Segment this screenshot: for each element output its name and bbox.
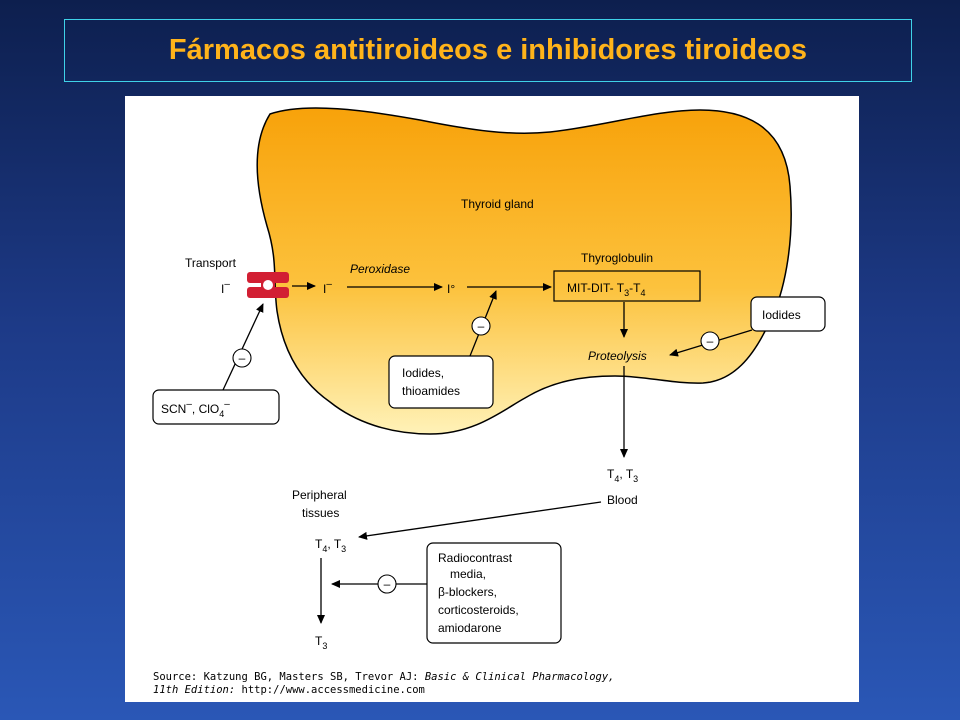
thyroglobulin-label: Thyroglobulin [581, 251, 653, 265]
peripheral-t3: T3 [315, 634, 327, 651]
blood-label: Blood [607, 493, 638, 507]
title-box: Fármacos antitiroideos e inhibidores tir… [64, 19, 912, 82]
iodine-zero: I° [447, 282, 455, 296]
scn-clo4-box [152, 389, 280, 425]
iodides-box [750, 296, 826, 332]
radiocontrast-line3: β-blockers, [438, 585, 497, 599]
peripheral-label-line1: Peripheral [292, 488, 347, 502]
iodides-thioamides-box [388, 355, 494, 409]
proteolysis-label: Proteolysis [588, 349, 647, 363]
thyroid-diagram: Thyroid gland Transport I– I– Peroxidase… [152, 107, 826, 696]
transport-label: Transport [185, 256, 237, 270]
minus-sign-scn: – [239, 351, 246, 365]
source-line1: Source: Katzung BG, Masters SB, Trevor A… [153, 671, 614, 683]
minus-sign-iodides: – [707, 334, 714, 348]
minus-sign-thioamides: – [478, 319, 485, 333]
iodide-outside: I– [221, 279, 230, 296]
iodide-charge: – [224, 279, 230, 290]
iodide-inside: I– [323, 279, 332, 296]
minus-circle-radiocontrast [377, 574, 397, 594]
iodides-right-label: Iodides [762, 308, 801, 322]
minus-circle-scn [232, 348, 252, 368]
minus-sign-radiocontrast: – [384, 577, 391, 591]
slide-title: Fármacos antitiroideos e inhibidores tir… [168, 34, 808, 66]
radiocontrast-line2: media, [450, 567, 486, 581]
radiocontrast-line4: corticosteroids, [438, 603, 519, 617]
peripheral-label-line2: tissues [302, 506, 339, 520]
scn-inhibition-arrow [222, 303, 264, 391]
blood-to-peripheral-arrow [358, 501, 602, 540]
iodide-inside-charge: – [326, 279, 332, 290]
minus-circle-thioamides [471, 316, 491, 336]
peroxidase-label: Peroxidase [350, 262, 410, 276]
thyroid-gland-label: Thyroid gland [461, 197, 534, 211]
mit-dit-box [553, 270, 701, 302]
radiocontrast-line1: Radiocontrast [438, 551, 513, 565]
transporter-symbol [247, 272, 289, 298]
iodides-thioamides-line1: Iodides, [402, 366, 444, 380]
radiocontrast-box [426, 542, 562, 644]
minus-circle-iodides [700, 331, 720, 351]
iodide-symbol: I [221, 282, 224, 296]
iodide-inside-symbol: I [323, 282, 326, 296]
iodides-thioamides-line2: thioamides [402, 384, 460, 398]
scn-clo4-label: SCN–, ClO4– [161, 399, 230, 419]
thyroid-diagram-figure: Thyroid gland Transport I– I– Peroxidase… [125, 96, 859, 702]
radiocontrast-line5: amiodarone [438, 621, 502, 635]
peripheral-t4-t3: T4, T3 [315, 537, 346, 554]
blood-t4-t3: T4, T3 [607, 467, 638, 484]
source-line2: 11th Edition: http://www.accessmedicine.… [153, 684, 425, 696]
mit-dit-text: MIT-DIT- T3-T4 [567, 281, 645, 298]
thyroid-gland-shape [256, 107, 792, 435]
